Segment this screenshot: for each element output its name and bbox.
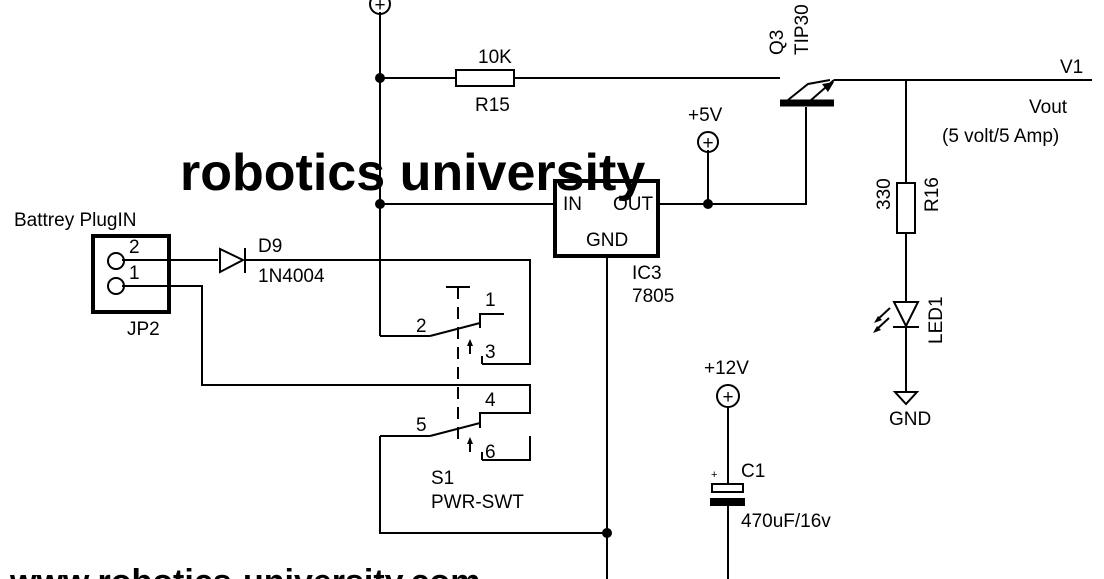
transistor-q3: Q3 TIP30 <box>767 4 835 107</box>
plus12v-label: +12V <box>704 358 749 379</box>
plus5v-label: +5V <box>688 105 723 126</box>
r15-value: 10K <box>478 47 512 68</box>
supply-plus12v: +12V + <box>704 358 749 408</box>
ic3-out-pin: OUT <box>613 194 654 215</box>
vout-spec-label: (5 volt/5 Amp) <box>942 126 1059 147</box>
ic3-part: 7805 <box>632 286 674 307</box>
q3-part: TIP30 <box>792 4 813 55</box>
vout-label: Vout <box>1029 97 1068 118</box>
r16-ref: R16 <box>922 177 943 212</box>
battery-label: Battrey PlugIN <box>14 210 137 231</box>
s1-ref: S1 <box>431 468 454 489</box>
r15-ref: R15 <box>475 95 510 116</box>
d9-ref: D9 <box>258 236 282 257</box>
watermark-title: robotics university <box>180 144 645 202</box>
junction-dot <box>375 199 385 209</box>
supply-plus5v: +5V + <box>688 105 723 154</box>
junction-dots <box>375 73 713 538</box>
top-plus-label: + <box>374 0 385 16</box>
resistor-r15: 10K R15 <box>455 47 515 116</box>
capacitor-c1: + C1 470uF/16v <box>710 461 831 532</box>
wires <box>122 12 1092 579</box>
ground-symbol: GND <box>889 391 931 430</box>
junction-dot <box>375 73 385 83</box>
junction-dot <box>703 199 713 209</box>
junction-dot <box>602 528 612 538</box>
watermark-url: www.robotics-university.com <box>9 563 480 579</box>
s1-part: PWR-SWT <box>431 492 524 513</box>
led-led1: LED1 <box>873 296 947 344</box>
r16-value: 330 <box>874 178 895 210</box>
c1-plus: + <box>711 469 717 481</box>
q3-ref: Q3 <box>767 30 788 55</box>
ic3-gnd-pin: GND <box>586 230 628 251</box>
diode-d9: D9 1N4004 <box>219 236 325 287</box>
s1-pin2: 2 <box>416 316 427 337</box>
ic3-in-pin: IN <box>563 194 582 215</box>
switch-s1: 1 2 3 4 5 6 S1 PWR-SWT <box>416 286 524 513</box>
jp2-pin2: 2 <box>129 237 140 258</box>
jp2-pin1: 1 <box>129 263 140 284</box>
s1-pin3: 3 <box>485 342 496 363</box>
plus5v-symbol: + <box>702 133 713 154</box>
s1-pin1: 1 <box>485 290 496 311</box>
ic3-ref: IC3 <box>632 263 662 284</box>
regulator-ic3: IN OUT GND IC3 7805 <box>553 179 674 307</box>
jp2-ref: JP2 <box>127 319 160 340</box>
c1-ref: C1 <box>741 461 765 482</box>
c1-value: 470uF/16v <box>741 511 831 532</box>
s1-pin5: 5 <box>416 415 427 436</box>
plus12v-symbol: + <box>722 387 733 408</box>
top-supply-symbol: + <box>369 0 391 16</box>
led1-ref: LED1 <box>926 296 947 344</box>
d9-part: 1N4004 <box>258 266 325 287</box>
s1-pin6: 6 <box>485 442 496 463</box>
gnd-led-label: GND <box>889 409 931 430</box>
connector-jp2: Battrey PlugIN 2 1 JP2 <box>14 210 171 340</box>
resistor-r16: 330 R16 <box>874 177 943 234</box>
v1-label: V1 <box>1060 57 1083 78</box>
s1-pin4: 4 <box>485 390 496 411</box>
